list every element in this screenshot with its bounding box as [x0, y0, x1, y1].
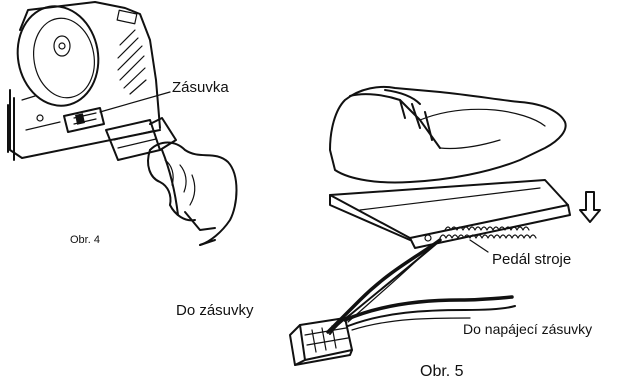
- pedal-label: Pedál stroje: [492, 252, 571, 267]
- machine-socket-with-plug-illustration: [8, 0, 237, 245]
- to-socket-label: Do zásuvky: [176, 303, 254, 318]
- to-power-socket-label: Do napájecí zásuvky: [463, 322, 592, 336]
- socket-label: Zásuvka: [172, 80, 229, 95]
- figure-5-caption: Obr. 5: [420, 364, 464, 380]
- figure-4-caption: Obr. 4: [70, 235, 100, 246]
